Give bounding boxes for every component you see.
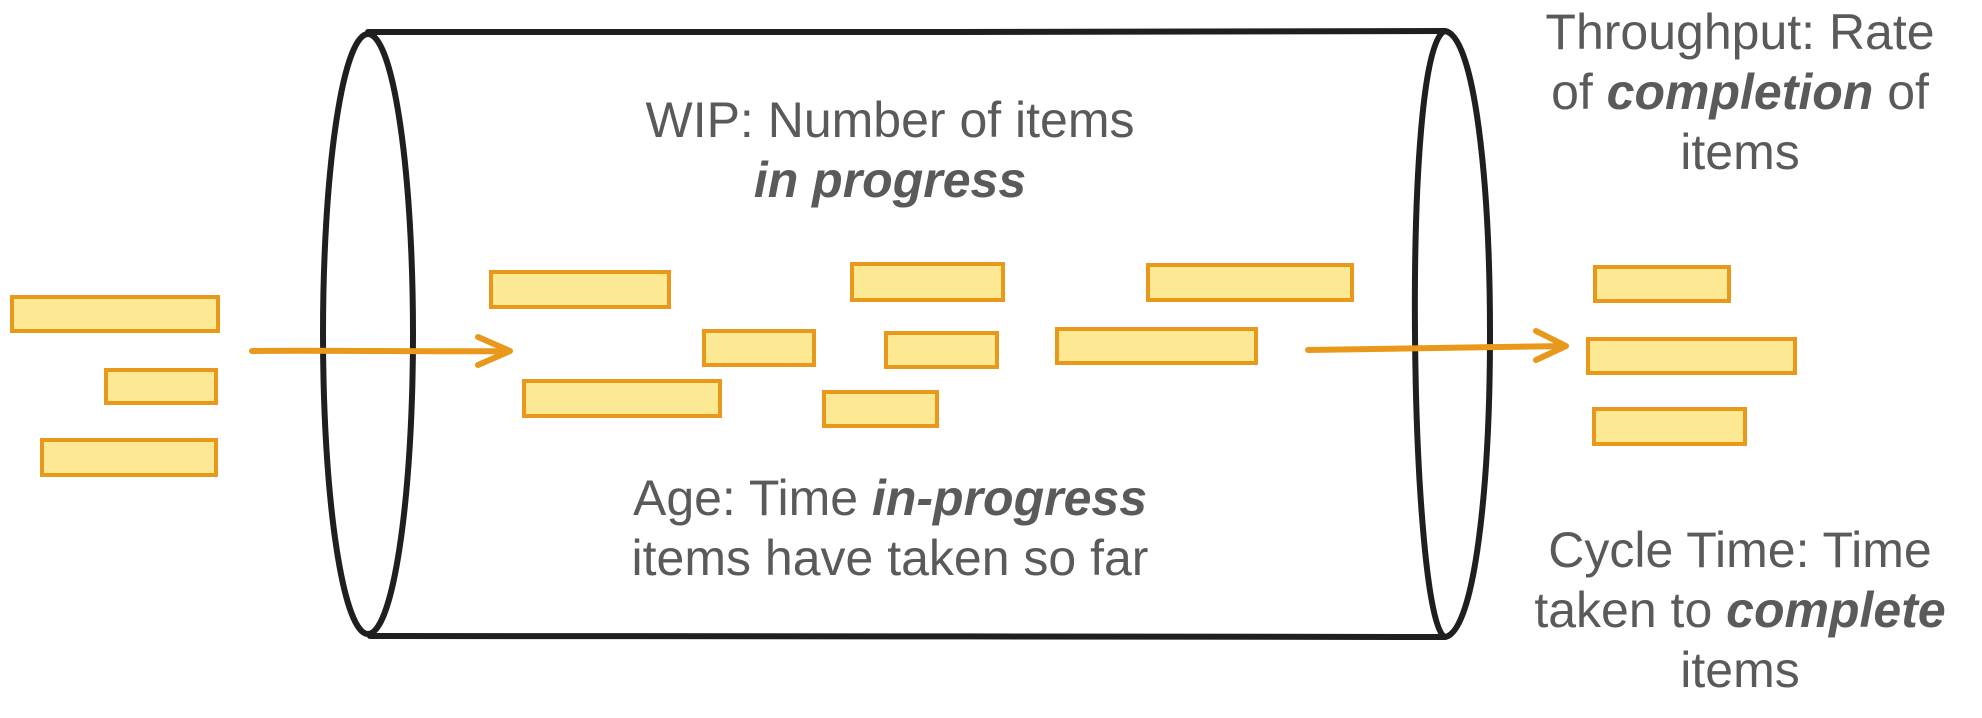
completed-item [1586, 337, 1797, 375]
throughput-label: Throughput: Rate of completion of items [1500, 2, 1980, 182]
cycle-time-label-line1: Cycle Time: Time [1548, 522, 1932, 578]
incoming-item [104, 368, 218, 405]
output-arrow [1305, 328, 1569, 363]
age-label-emphasis: in-progress [871, 470, 1148, 526]
wip-label-line1: WIP: Number of items [645, 92, 1135, 148]
pipe-bottom-edge [367, 633, 1448, 640]
pipe-left-rim [320, 31, 416, 637]
wip-item [702, 329, 816, 367]
wip-item [489, 270, 671, 309]
completed-item [1593, 265, 1731, 303]
incoming-items [10, 295, 220, 477]
incoming-item [40, 438, 218, 477]
cycle-time-label-pre: taken to [1534, 582, 1727, 638]
cycle-time-label-emphasis: complete [1726, 582, 1946, 638]
age-label-prefix: Age: Time [632, 470, 872, 526]
pipe-top-edge [365, 28, 1448, 36]
completed-items [1586, 265, 1797, 446]
wip-item [522, 379, 722, 418]
completed-item [1592, 407, 1747, 446]
in-progress-items [489, 262, 1354, 428]
pipe-right-rim [1411, 28, 1493, 641]
throughput-label-pre: of [1551, 64, 1607, 120]
throughput-label-post: of [1873, 64, 1929, 120]
cycle-time-label: Cycle Time: Time taken to complete items [1500, 520, 1980, 700]
throughput-label-line1: Throughput: Rate [1545, 4, 1935, 60]
wip-item [1146, 263, 1354, 302]
throughput-label-emphasis: completion [1606, 64, 1874, 120]
incoming-item [10, 295, 220, 333]
age-label-line2: items have taken so far [631, 530, 1149, 586]
input-arrow [249, 334, 513, 368]
wip-label-emphasis: in progress [753, 152, 1027, 208]
throughput-label-line3: items [1680, 124, 1800, 180]
pipe [320, 28, 1493, 641]
cycle-time-label-line3: items [1680, 642, 1800, 698]
wip-item [884, 331, 999, 369]
wip-item [850, 262, 1005, 302]
arrows [249, 328, 1569, 368]
wip-item [822, 390, 939, 428]
wip-label: WIP: Number of items in progress [520, 90, 1260, 210]
age-label: Age: Time in-progress items have taken s… [520, 468, 1260, 588]
wip-item [1055, 327, 1258, 365]
